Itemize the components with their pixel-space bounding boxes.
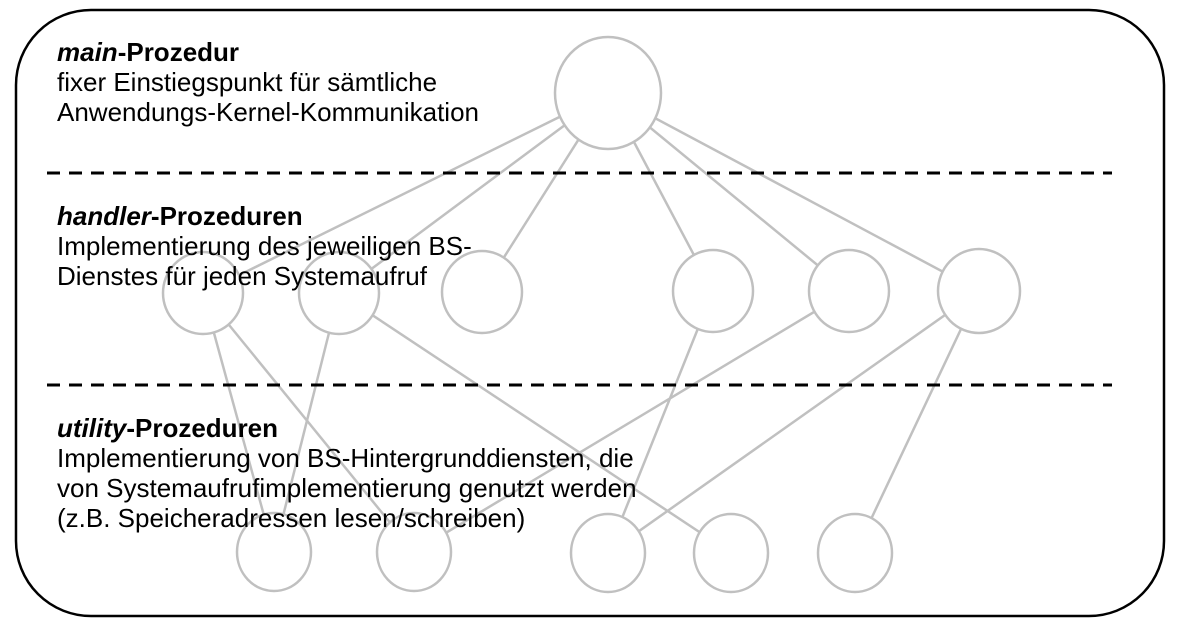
edge-h6-u5	[853, 290, 981, 554]
edge-h4-u3	[606, 290, 715, 554]
node-utility-u5	[816, 512, 894, 594]
main-layer-keyword: main	[57, 37, 118, 67]
node-handler-h4	[671, 248, 755, 334]
node-utility-u4	[692, 512, 770, 594]
node-handler-h1	[161, 250, 245, 336]
utility-layer-description-line: (z.B. Speicheradressen lesen/schreiben)	[57, 503, 526, 533]
edge-h5-u2	[413, 289, 850, 554]
diagram-border	[14, 8, 1166, 618]
edge-h6-u3	[607, 289, 980, 555]
edge-h2-u4	[338, 291, 732, 555]
node-handler-h5	[807, 248, 891, 334]
edge-main-h2	[338, 91, 609, 295]
edge-h1-u2	[202, 292, 415, 553]
utility-layer-title-rest: -Prozeduren	[126, 413, 279, 443]
handler-layer-title-rest: -Prozeduren	[150, 201, 303, 231]
node-utility-u2	[375, 511, 453, 593]
main-layer-description-line: Anwendungs-Kernel-Kommunikation	[57, 97, 480, 127]
edge-h1-u1	[201, 292, 276, 553]
node-handler-h2	[297, 250, 381, 336]
main-layer-title: main-Prozedur	[57, 37, 479, 67]
utility-layer-title: utility-Prozeduren	[57, 413, 637, 443]
main-layer-description-line: fixer Einstiegspunkt für sämtliche	[57, 67, 438, 97]
node-utility-u3	[569, 512, 647, 594]
handler-layer-title: handler-Prozeduren	[57, 201, 472, 231]
node-handler-h6	[936, 247, 1022, 335]
utility-layer-label: utility-Prozeduren Implementierung von B…	[57, 413, 637, 533]
main-layer-label: main-Prozedur fixer Einstiegspunkt für s…	[57, 37, 479, 127]
utility-layer-keyword: utility	[57, 413, 127, 443]
handler-layer-description-line: Implementierung des jeweiligen BS-	[57, 231, 472, 261]
handler-layer-keyword: handler	[57, 201, 151, 231]
handler-layer-description-line: Dienstes für jeden Systemaufruf	[57, 261, 427, 291]
edge-h2-u1	[272, 292, 341, 553]
handler-layer-label: handler-Prozeduren Implementierung des j…	[57, 201, 472, 291]
node-main-main	[553, 35, 663, 151]
edge-main-h1	[202, 91, 609, 295]
main-layer-title-rest: -Prozedur	[117, 37, 240, 67]
edge-main-h6	[607, 91, 980, 293]
utility-layer-description-line: Implementierung von BS-Hintergrunddienst…	[57, 443, 634, 473]
node-handler-h3	[440, 249, 524, 335]
node-utility-u1	[235, 511, 313, 593]
utility-layer-description-line: von Systemaufrufimplementierung genutzt …	[57, 473, 637, 503]
